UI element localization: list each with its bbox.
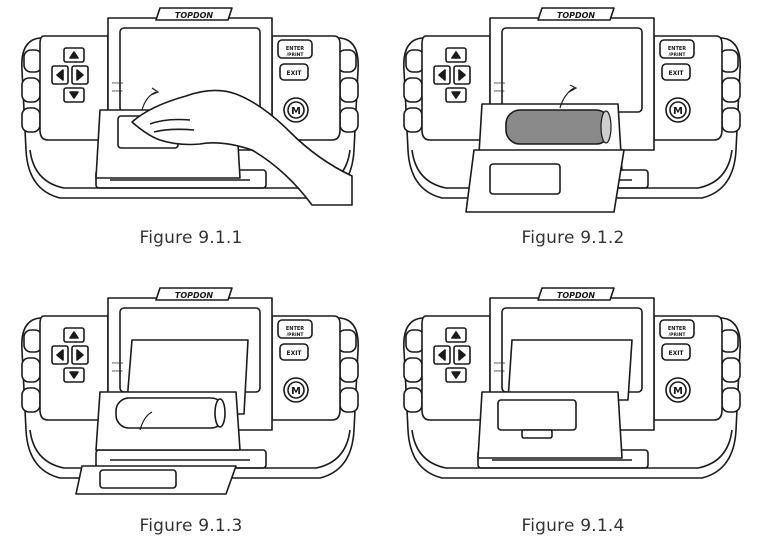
menu-label: M	[673, 106, 683, 117]
power-led-label: POWER	[112, 81, 123, 85]
power-led-label: POWER	[112, 361, 123, 365]
figure-caption-2: Figure 9.1.2	[521, 228, 625, 248]
figure-panel-4: TOPDON ENTER /PRINT EXIT M POWER REPAIR …	[382, 280, 764, 560]
power-led-label: POWER	[494, 361, 505, 365]
brand-label: TOPDON	[557, 291, 596, 300]
exit-label: EXIT	[668, 350, 684, 357]
power-led-label: POWER	[494, 81, 505, 85]
menu-label: M	[291, 386, 301, 397]
figure-caption-3: Figure 9.1.3	[139, 516, 243, 536]
brand-label: TOPDON	[175, 11, 214, 20]
figure-panel-3: TOPDON ENTER /PRINT EXIT M POWER REPAIR …	[0, 280, 382, 560]
print-label: /PRINT	[287, 52, 305, 58]
lift-arrow-icon	[141, 91, 157, 111]
repair-led-label: REPAIR	[494, 369, 505, 373]
print-label: /PRINT	[287, 332, 305, 338]
paper-roll-illustration	[505, 109, 611, 145]
repair-led-label: REPAIR	[494, 89, 505, 93]
menu-label: M	[673, 386, 683, 397]
menu-label: M	[291, 106, 301, 117]
brand-label: TOPDON	[557, 11, 596, 20]
exit-label: EXIT	[668, 70, 684, 77]
device-illustration-pull-paper: TOPDON ENTER /PRINT EXIT M POWER REPAIR	[21, 287, 359, 495]
enter-label: ENTER	[668, 326, 686, 332]
enter-label: ENTER	[668, 46, 686, 52]
exit-label: EXIT	[286, 350, 302, 357]
figure-caption-4: Figure 9.1.4	[521, 516, 625, 536]
device-illustration-insert-roll: TOPDON ENTER /PRINT EXIT M POWER REPAIR	[403, 7, 741, 213]
brand-label: TOPDON	[175, 291, 214, 300]
enter-label: ENTER	[286, 326, 304, 332]
repair-led-label: REPAIR	[112, 369, 123, 373]
figure-caption-1: Figure 9.1.1	[139, 228, 243, 248]
paper-strip-illustration	[507, 339, 633, 401]
figure-panel-2: TOPDON ENTER /PRINT EXIT M POWER REPAIR …	[382, 0, 764, 280]
pull-arrow-icon	[139, 411, 153, 431]
figure-panel-1: TOPDON ENTER /PRINT EXIT M POWER REPAIR …	[0, 0, 382, 280]
device-illustration-close-cover: TOPDON ENTER /PRINT EXIT M POWER REPAIR	[403, 287, 741, 479]
exit-label: EXIT	[286, 70, 302, 77]
device-illustration-open-cover: TOPDON ENTER /PRINT EXIT M POWER REPAIR	[21, 7, 359, 206]
print-label: /PRINT	[669, 52, 687, 58]
enter-label: ENTER	[286, 46, 304, 52]
repair-led-label: REPAIR	[112, 89, 123, 93]
print-label: /PRINT	[669, 332, 687, 338]
insert-arrow-icon	[559, 87, 575, 109]
